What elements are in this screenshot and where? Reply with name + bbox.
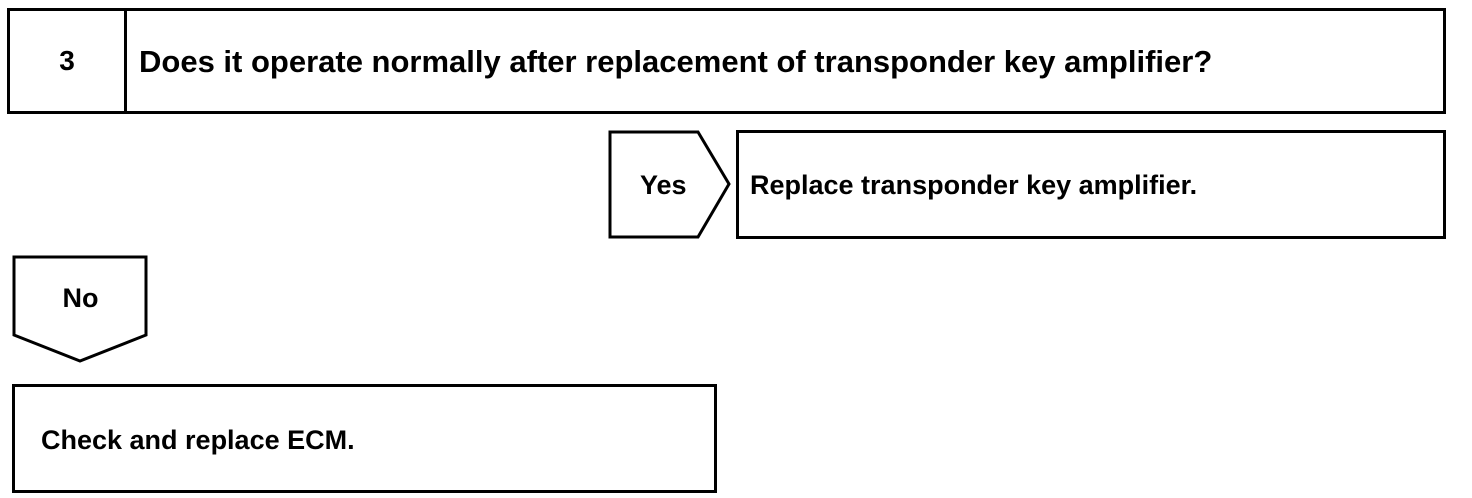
step-question-box — [124, 8, 1446, 114]
step-number-box — [7, 8, 127, 114]
yes-action-text: Replace transponder key amplifier. — [750, 170, 1198, 200]
yes-arrow-shape — [608, 130, 731, 239]
no-action-box — [12, 384, 717, 493]
no-arrow-shape — [12, 255, 148, 363]
step-number: 3 — [59, 45, 75, 76]
yes-action-box — [736, 130, 1446, 239]
yes-label: Yes — [640, 170, 687, 200]
step-question: Does it operate normally after replaceme… — [139, 44, 1213, 79]
no-action-text: Check and replace ECM. — [41, 425, 355, 455]
no-label: No — [62, 283, 99, 313]
